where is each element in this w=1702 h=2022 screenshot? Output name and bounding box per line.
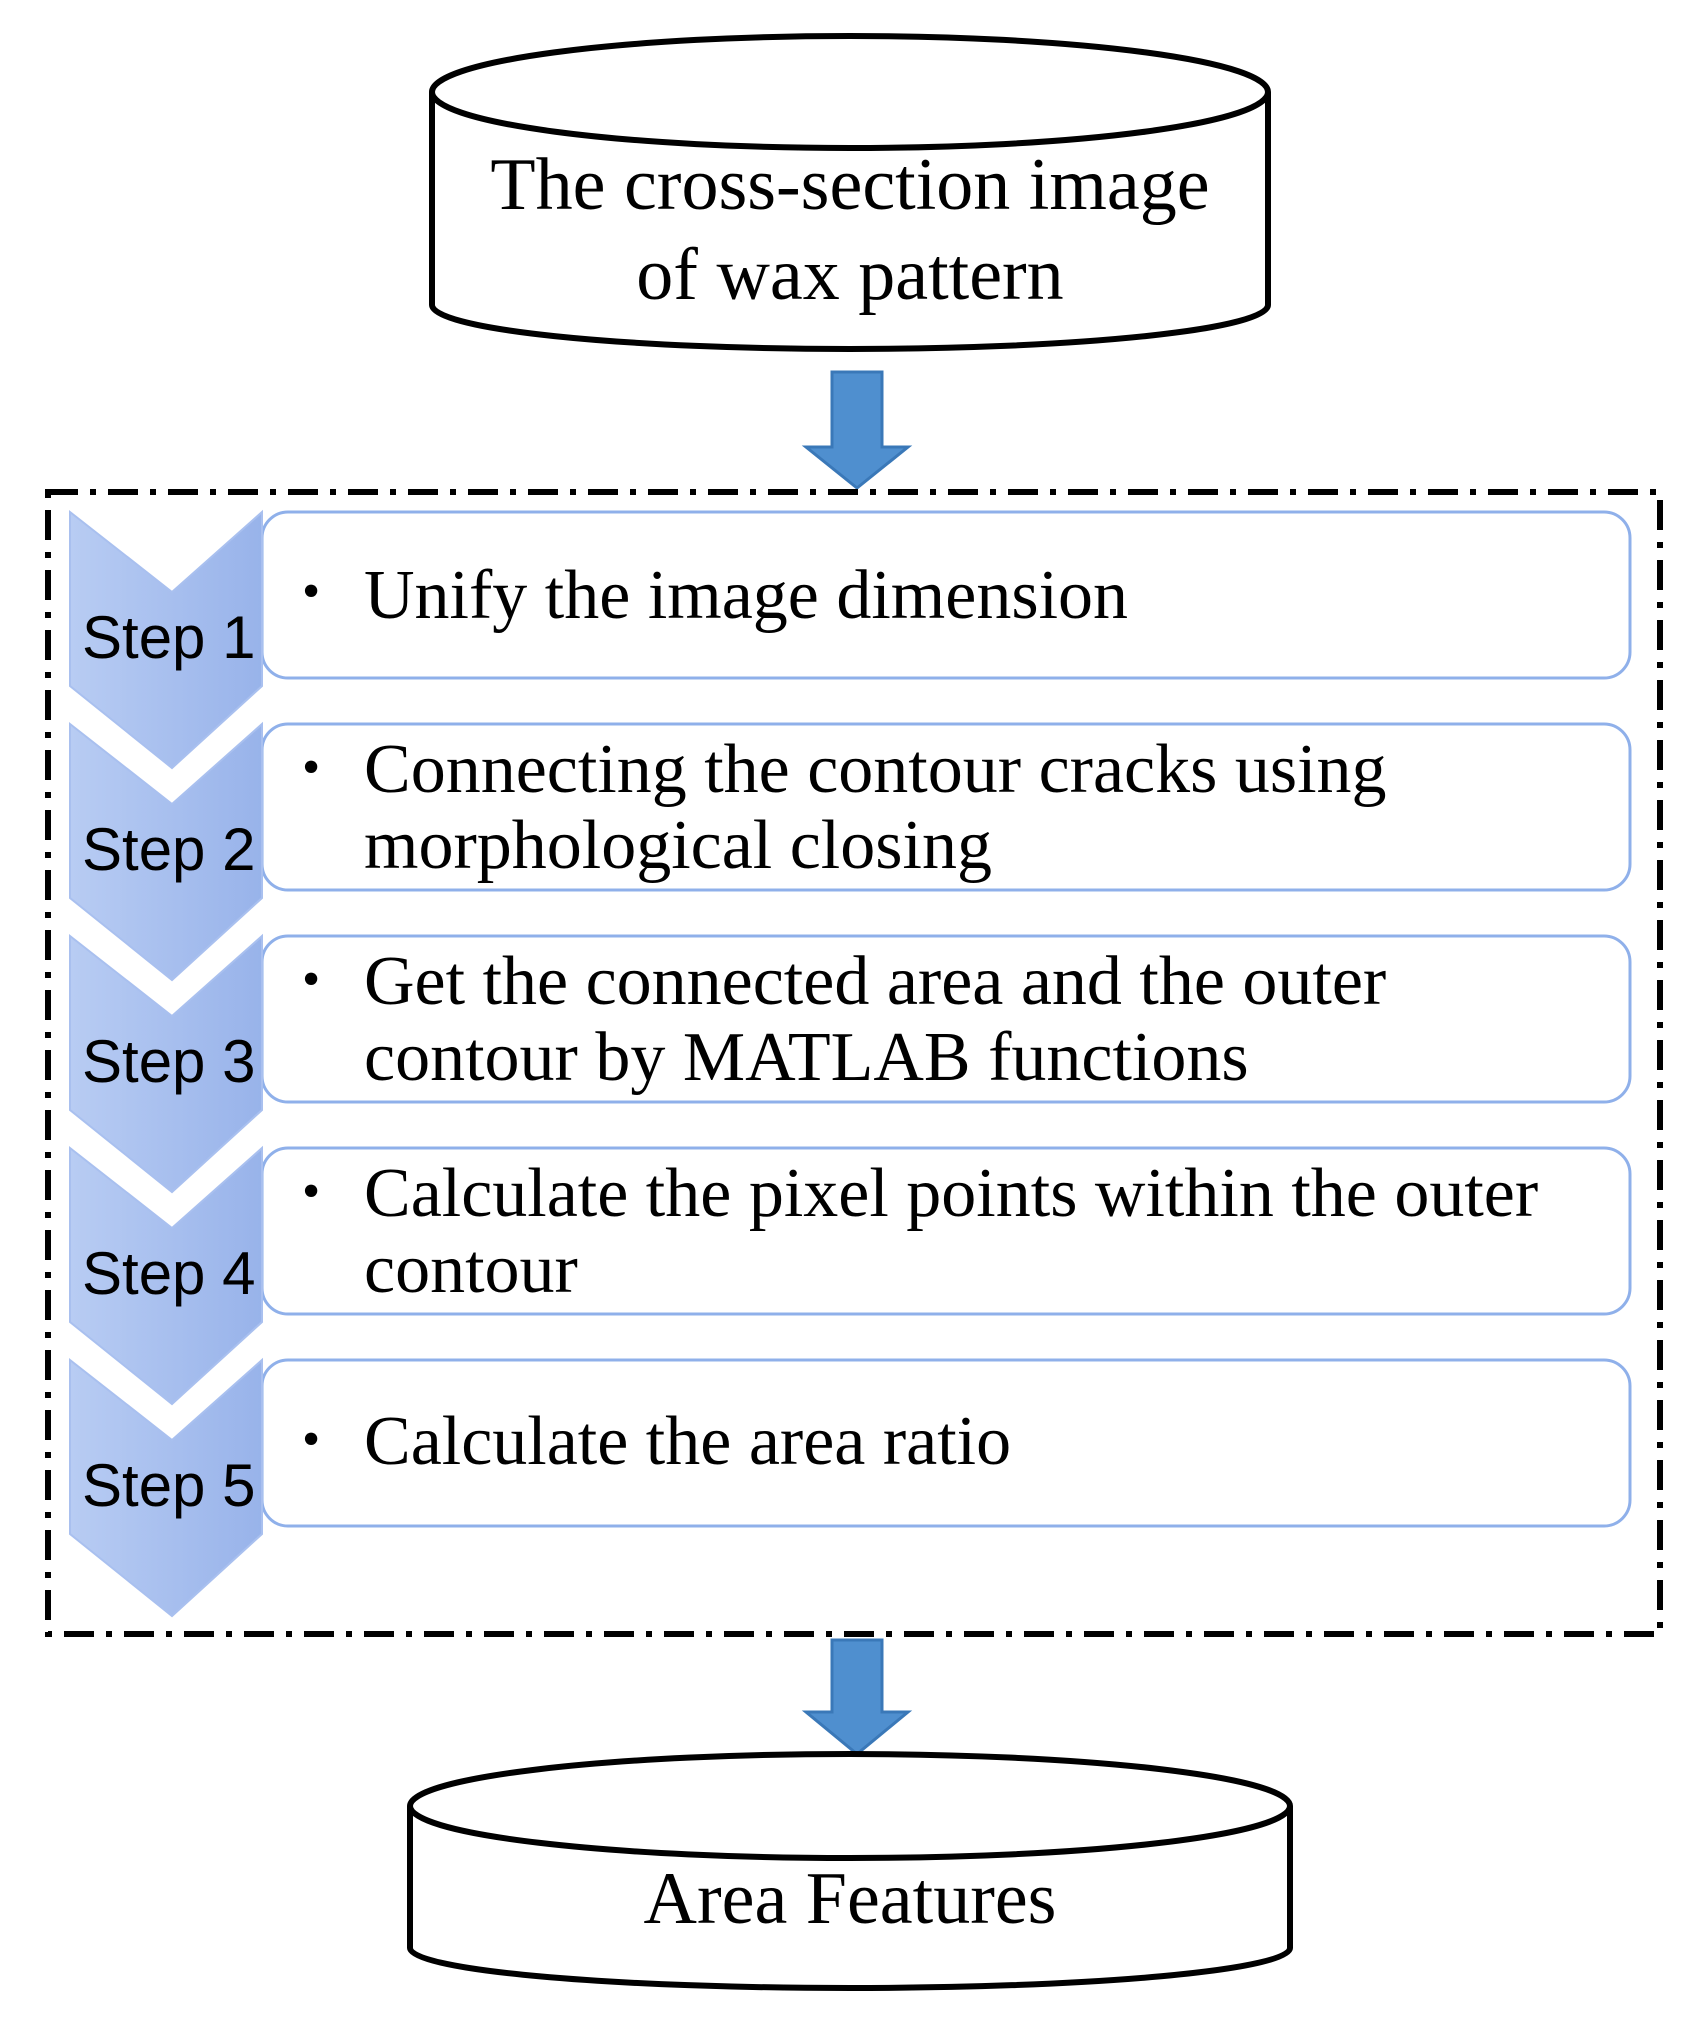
input-label: The cross-section image of wax pattern [432,140,1268,320]
step-3-text: Get the connected area and the outer con… [364,943,1387,1096]
output-label: Area Features [643,1858,1057,1940]
output-database-shape [407,1751,1293,1991]
step-2-bullet: • [302,739,321,796]
step-1-bullet: • [302,563,321,620]
process-group-border [45,489,1663,1637]
step-4-bullet: • [302,1163,321,1220]
input-database-shape [429,33,1271,352]
step-3-chevron [69,933,263,1194]
step-2-chevron [69,721,263,982]
step-1-text: Unify the image dimension [364,557,1129,634]
step-1-label: Step 1 [82,604,256,671]
step-5-label: Step 5 [82,1452,256,1519]
step-4-label: Step 4 [82,1240,256,1307]
step-2-label: Step 2 [82,816,256,883]
step-5-bullet: • [302,1411,321,1468]
down-arrow-2 [801,1638,913,1756]
input-label-line-1: The cross-section image [490,144,1210,226]
step-3-label: Step 3 [82,1028,256,1095]
step-2-text: Connecting the contour cracks using morp… [364,731,1387,884]
step-5-chevron [69,1357,263,1618]
step-4-chevron [69,1145,263,1406]
step-5-text: Calculate the area ratio [364,1403,1012,1480]
step-3-bullet: • [302,951,321,1008]
step-4-text: Calculate the pixel points within the ou… [364,1155,1539,1308]
input-label-line-2: of wax pattern [636,234,1064,316]
step-1-chevron [69,509,263,770]
down-arrow-1 [801,370,913,490]
